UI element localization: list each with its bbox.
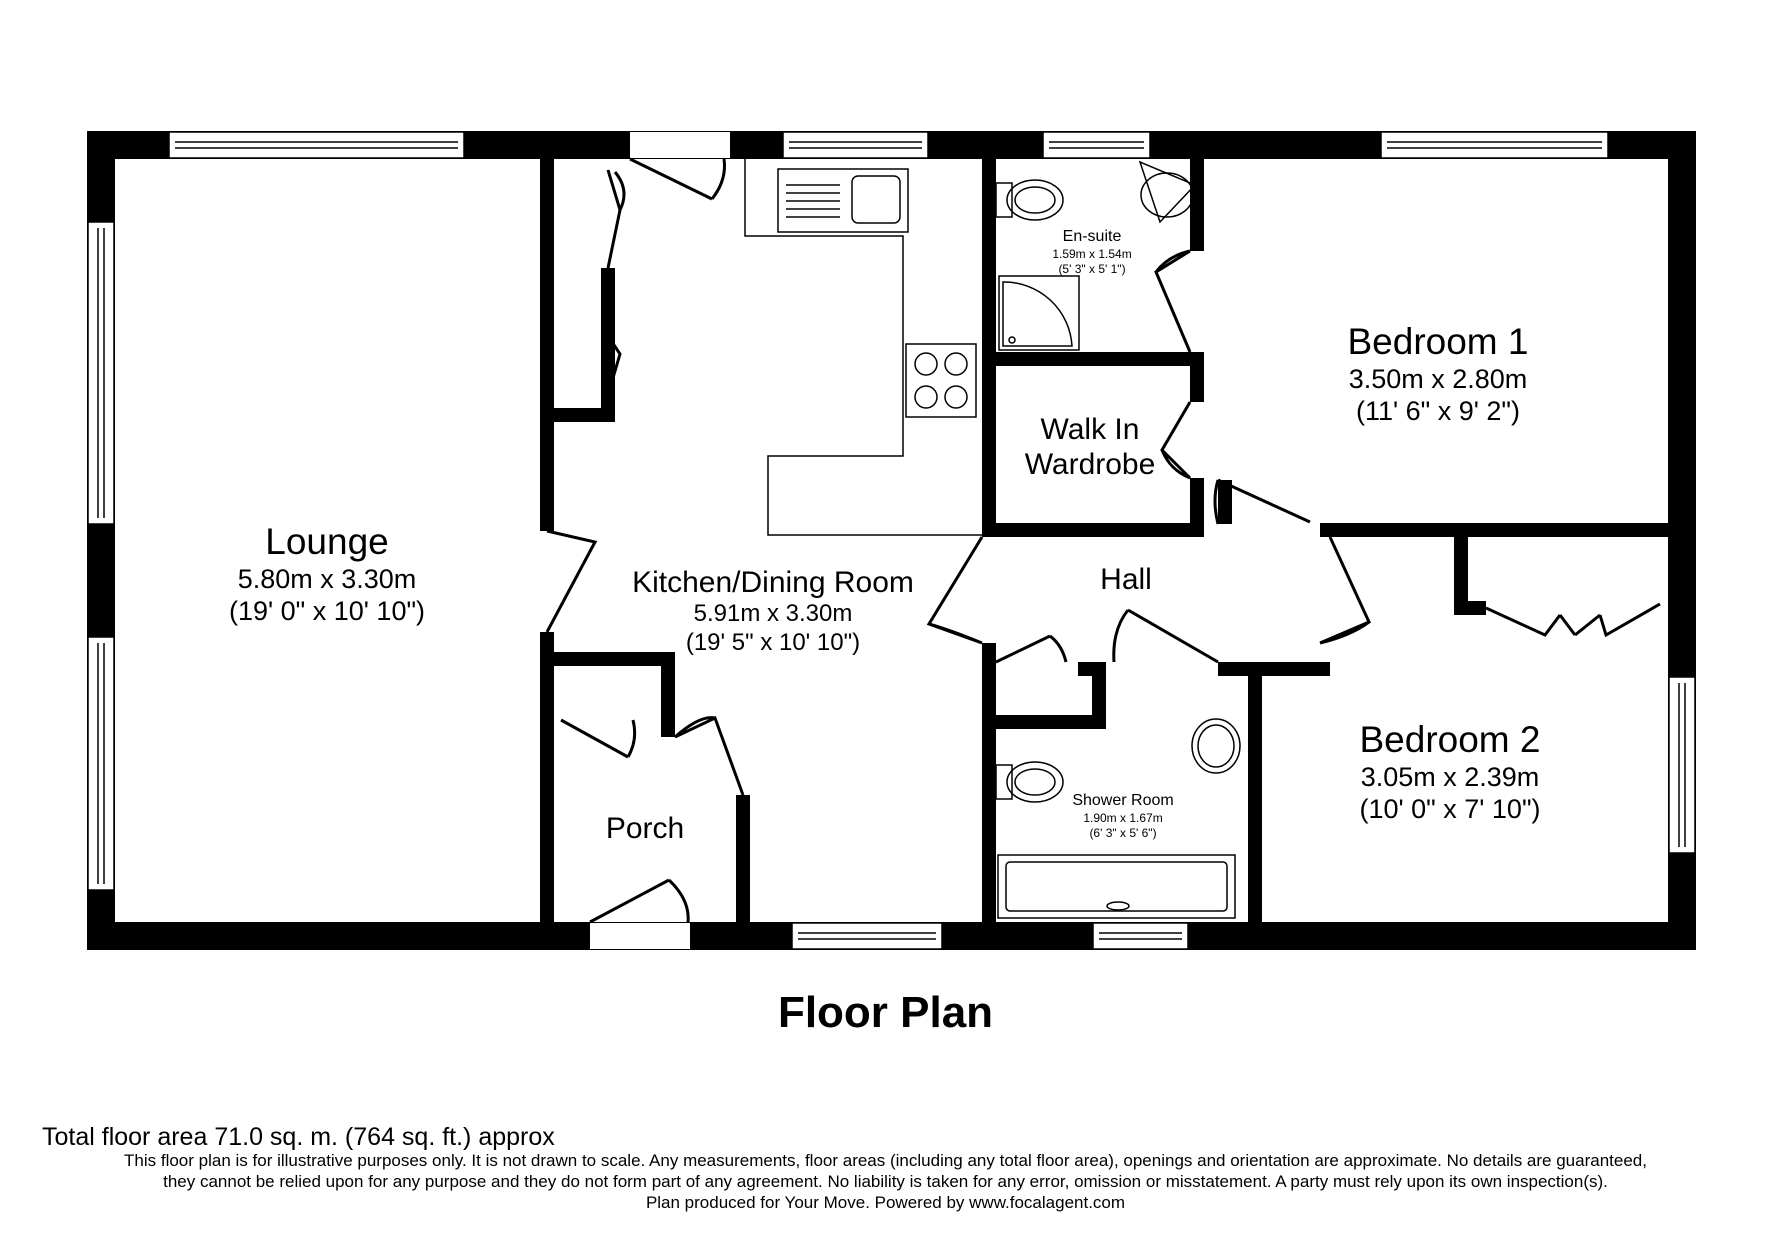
room-name: Shower Room	[1072, 792, 1174, 809]
room-name: En-suite	[1062, 228, 1122, 245]
room-name: Hall	[1100, 563, 1152, 596]
hall-lounge-side-door	[926, 536, 984, 645]
room-label-kitchen: Kitchen/Dining Room 5.91m x 3.30m (19' 5…	[632, 565, 914, 657]
sink	[777, 168, 909, 233]
hall-cupboard-door	[995, 634, 1068, 664]
room-name: Bedroom 1	[1347, 321, 1529, 362]
front-door-opening	[590, 923, 690, 949]
plan-title: Floor Plan	[777, 988, 994, 1037]
window-bedroom1-top	[1380, 131, 1609, 159]
total-floor-area: Total floor area 71.0 sq. m. (764 sq. ft…	[42, 1123, 555, 1151]
room-imperial: (19' 5" x 10' 10")	[685, 628, 861, 656]
cupboard-door-2	[606, 335, 622, 396]
window-bedroom2-right	[1668, 676, 1696, 854]
window-kitchen-bottom	[791, 922, 943, 950]
front-door	[589, 878, 690, 924]
wardrobe-doors-bed2	[1485, 602, 1661, 638]
room-metric: 1.90m x 1.67m	[1083, 810, 1163, 825]
room-imperial: (19' 0" x 10' 10")	[228, 595, 426, 626]
porch-inner-door-2	[674, 715, 745, 796]
room-label-bedroom1: Bedroom 1 3.50m x 2.80m (11' 6" x 9' 2")	[1348, 320, 1529, 427]
room-imperial: (10' 0" x 7' 10")	[1359, 793, 1541, 824]
room-metric: 5.80m x 3.30m	[237, 563, 417, 594]
room-label-ensuite: En-suite 1.59m x 1.54m (5' 3" x 5' 1")	[1052, 228, 1131, 277]
window-shower-bottom	[1092, 922, 1189, 950]
internal-walls	[540, 159, 1696, 922]
back-door	[629, 157, 726, 201]
room-label-shower: Shower Room 1.90m x 1.67m (6' 3" x 5' 6"…	[1072, 792, 1173, 841]
shower-room-basin	[1191, 718, 1241, 774]
shower-room-toilet	[995, 761, 1064, 803]
room-imperial: (6' 3" x 5' 6")	[1089, 825, 1157, 840]
doors	[545, 157, 1661, 924]
ensuite-shower-tray	[998, 275, 1080, 351]
room-metric: 3.05m x 2.39m	[1360, 761, 1540, 792]
porch-inner-door-1	[560, 718, 637, 759]
room-label-wardrobe: Walk In Wardrobe	[1025, 412, 1156, 483]
bathroom-fittings	[995, 160, 1241, 919]
room-name: Bedroom 2	[1359, 719, 1541, 760]
drainer	[786, 184, 840, 218]
disclaimer-line: they cannot be relied upon for any purpo…	[163, 1172, 1608, 1191]
room-name-line1: Walk In	[1040, 413, 1140, 446]
bedroom1-door	[1213, 478, 1311, 525]
room-label-bedroom2: Bedroom 2 3.05m x 2.39m (10' 0" x 7' 10"…	[1359, 718, 1540, 825]
room-label-porch: Porch	[606, 811, 684, 846]
ensuite-toilet	[995, 179, 1064, 221]
room-metric: 1.59m x 1.54m	[1052, 246, 1132, 261]
disclaimer: This floor plan is for illustrative purp…	[0, 1150, 1771, 1213]
room-name: Kitchen/Dining Room	[632, 566, 914, 599]
hob	[905, 343, 977, 418]
ensuite-door	[1154, 249, 1192, 353]
wardrobe-door	[1160, 401, 1192, 480]
room-name-line2: Wardrobe	[1024, 448, 1156, 482]
disclaimer-line: Plan produced for Your Move. Powered by …	[645, 1193, 1126, 1212]
room-name: Porch	[605, 812, 685, 845]
kitchen-lounge-door	[545, 529, 598, 633]
window-lounge-left-2	[87, 636, 115, 891]
window-ensuite-top	[1042, 131, 1151, 159]
window-kitchen-top	[782, 131, 929, 159]
room-metric: 5.91m x 3.30m	[693, 600, 853, 628]
kitchen-fittings	[744, 159, 982, 536]
window-lounge-left-1	[87, 221, 115, 525]
bedroom2-door	[1319, 536, 1372, 645]
window-lounge-top	[168, 131, 465, 159]
back-door-opening	[630, 132, 730, 158]
room-label-lounge: Lounge 5.80m x 3.30m (19' 0" x 10' 10")	[229, 520, 425, 627]
room-label-hall: Hall	[1100, 562, 1152, 597]
ensuite-basin	[1138, 160, 1197, 224]
worktop	[744, 159, 982, 536]
disclaimer-line: This floor plan is for illustrative purp…	[124, 1151, 1647, 1170]
shower-tray	[997, 854, 1236, 919]
shower-room-door	[1112, 608, 1219, 664]
cupboard-door-1	[606, 169, 626, 269]
room-imperial: (5' 3" x 5' 1")	[1058, 261, 1126, 276]
room-name: Lounge	[265, 521, 389, 562]
room-imperial: (11' 6" x 9' 2")	[1355, 395, 1521, 426]
windows	[87, 131, 1696, 950]
room-metric: 3.50m x 2.80m	[1348, 363, 1528, 394]
